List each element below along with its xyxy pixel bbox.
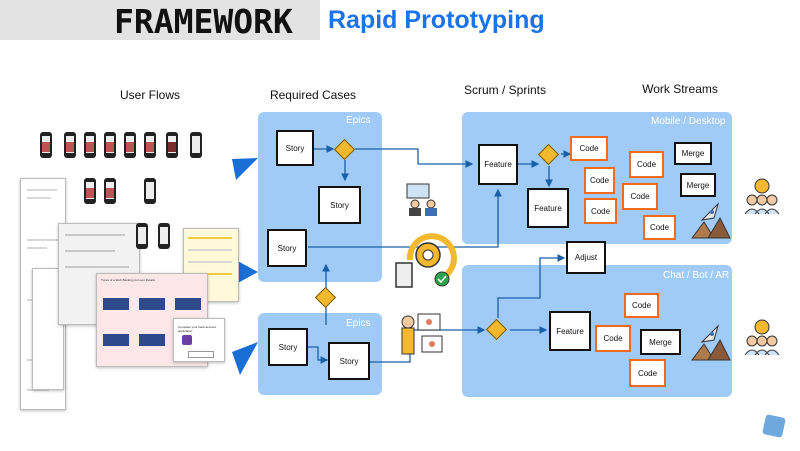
story-box: Story <box>276 130 314 166</box>
feature-box: Feature <box>527 188 569 228</box>
column-user-flows: User Flows <box>119 88 180 102</box>
merge-box: Merge <box>680 173 716 197</box>
team-icon <box>406 183 437 216</box>
phone-mockup <box>158 223 170 249</box>
popup-wireframe: Complete your bank account application <box>173 318 225 362</box>
adjust-box: Adjust <box>566 241 606 274</box>
code-box: Code <box>622 183 658 210</box>
presenter-icon <box>401 313 443 355</box>
rocket-icon <box>691 202 731 239</box>
pointer-arrow-3 <box>232 342 258 375</box>
story-box: Story <box>318 186 361 224</box>
feature-box: Feature <box>478 144 518 185</box>
code-box: Code <box>624 293 659 318</box>
story-box: Story <box>268 328 308 366</box>
phone-mockup <box>124 132 136 158</box>
phone-mockup <box>64 132 76 158</box>
popup-text: Complete your bank account application <box>178 325 217 333</box>
code-box: Code <box>643 215 676 240</box>
merge-box: Merge <box>640 329 681 355</box>
phone-mockup <box>104 132 116 158</box>
phone-mockup <box>136 223 148 249</box>
feature-box: Feature <box>549 311 591 351</box>
mock-heading: Types of a Web Banking Account Details <box>101 278 155 282</box>
code-box: Code <box>584 198 617 224</box>
server-icon <box>395 262 413 288</box>
epics-label-bottom: Epics <box>346 318 371 329</box>
team-gear-icon <box>744 319 780 356</box>
column-scrum-sprints: Scrum / Sprints <box>463 83 547 97</box>
header-title: FRAMEWORK <box>114 2 293 41</box>
code-box: Code <box>629 359 666 387</box>
phone-mockup <box>144 132 156 158</box>
header-title-bar: FRAMEWORK <box>0 0 320 41</box>
phone-mockup <box>84 178 96 204</box>
code-box: Code <box>584 167 615 194</box>
merge-box: Merge <box>674 142 712 165</box>
code-box: Code <box>595 325 631 352</box>
phone-mockup <box>40 132 52 158</box>
column-required-cases: Required Cases <box>269 88 357 102</box>
pointer-arrow-1 <box>232 158 258 180</box>
gear-cycle-icon <box>395 233 457 288</box>
story-box: Story <box>328 342 370 380</box>
user-flow-wireframes: Types of a Web Banking Account Details C… <box>18 118 239 413</box>
story-box: Story <box>267 229 307 267</box>
stream-label-chat-bot-ar: Chat / Bot / AR <box>663 270 730 281</box>
code-box: Code <box>629 151 664 178</box>
phone-mockup <box>190 132 202 158</box>
rocket-icon <box>691 324 731 361</box>
header-subtitle: Rapid Prototyping <box>328 6 545 34</box>
team-gear-icon <box>744 178 780 215</box>
epics-label-top: Epics <box>346 115 371 126</box>
logo-icon <box>762 414 786 438</box>
phone-mockup <box>166 132 178 158</box>
code-box: Code <box>570 136 608 161</box>
phone-mockup <box>84 132 96 158</box>
phone-mockup <box>104 178 116 204</box>
column-work-streams: Work Streams <box>642 82 718 96</box>
stream-label-mobile-desktop: Mobile / Desktop <box>651 116 726 127</box>
phone-mockup <box>144 178 156 204</box>
